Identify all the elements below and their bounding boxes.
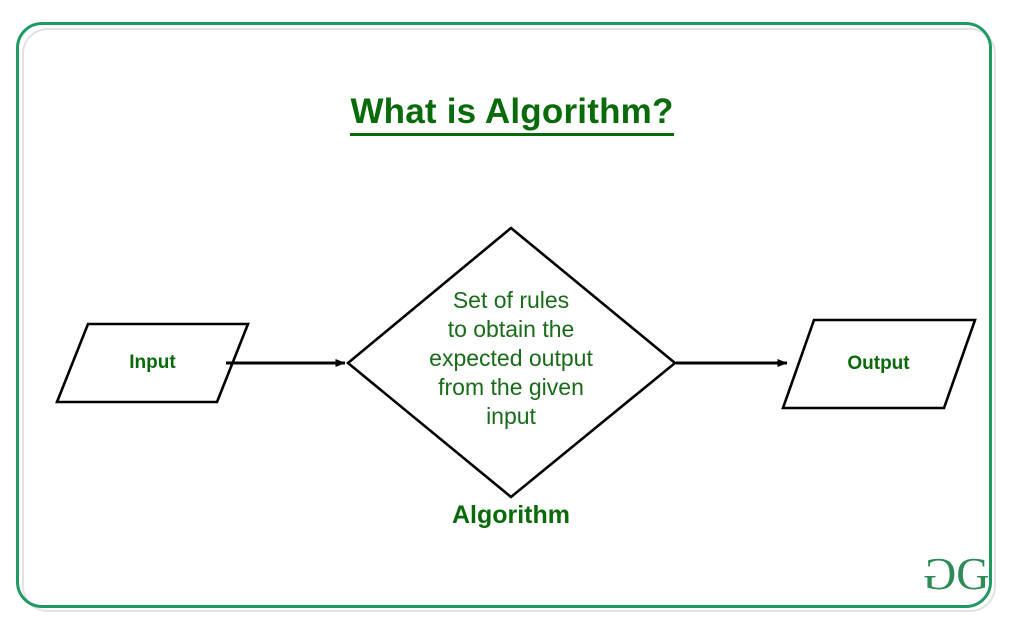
- node-algorithm-text-line-4: from the given: [438, 374, 584, 400]
- node-algorithm-shape: [345, 226, 678, 499]
- page-title: What is Algorithm?: [0, 92, 1024, 136]
- node-input-shape: [55, 322, 250, 404]
- node-algorithm-caption: Algorithm: [451, 501, 571, 529]
- logo-g-icon: G: [956, 548, 989, 599]
- node-output-label: Output: [847, 353, 910, 374]
- frame-green-border: [16, 22, 992, 608]
- node-output-shape: [781, 318, 977, 410]
- node-algorithm-text-line-2: to obtain the: [447, 316, 575, 342]
- page-title-text: What is Algorithm?: [350, 92, 674, 136]
- geeksforgeeks-logo: GG: [925, 548, 1001, 599]
- node-input-label: Input: [129, 352, 176, 373]
- node-algorithm-text-line-1: Set of rules: [452, 287, 570, 313]
- logo-mirrored-g-icon: G: [925, 548, 957, 599]
- node-algorithm-text-line-3: expected output: [429, 345, 593, 371]
- node-algorithm-text-line-5: input: [486, 403, 536, 429]
- node-algorithm-text: Set of rules to obtain the expected outp…: [396, 286, 626, 431]
- frame-shadow-border: [22, 28, 996, 612]
